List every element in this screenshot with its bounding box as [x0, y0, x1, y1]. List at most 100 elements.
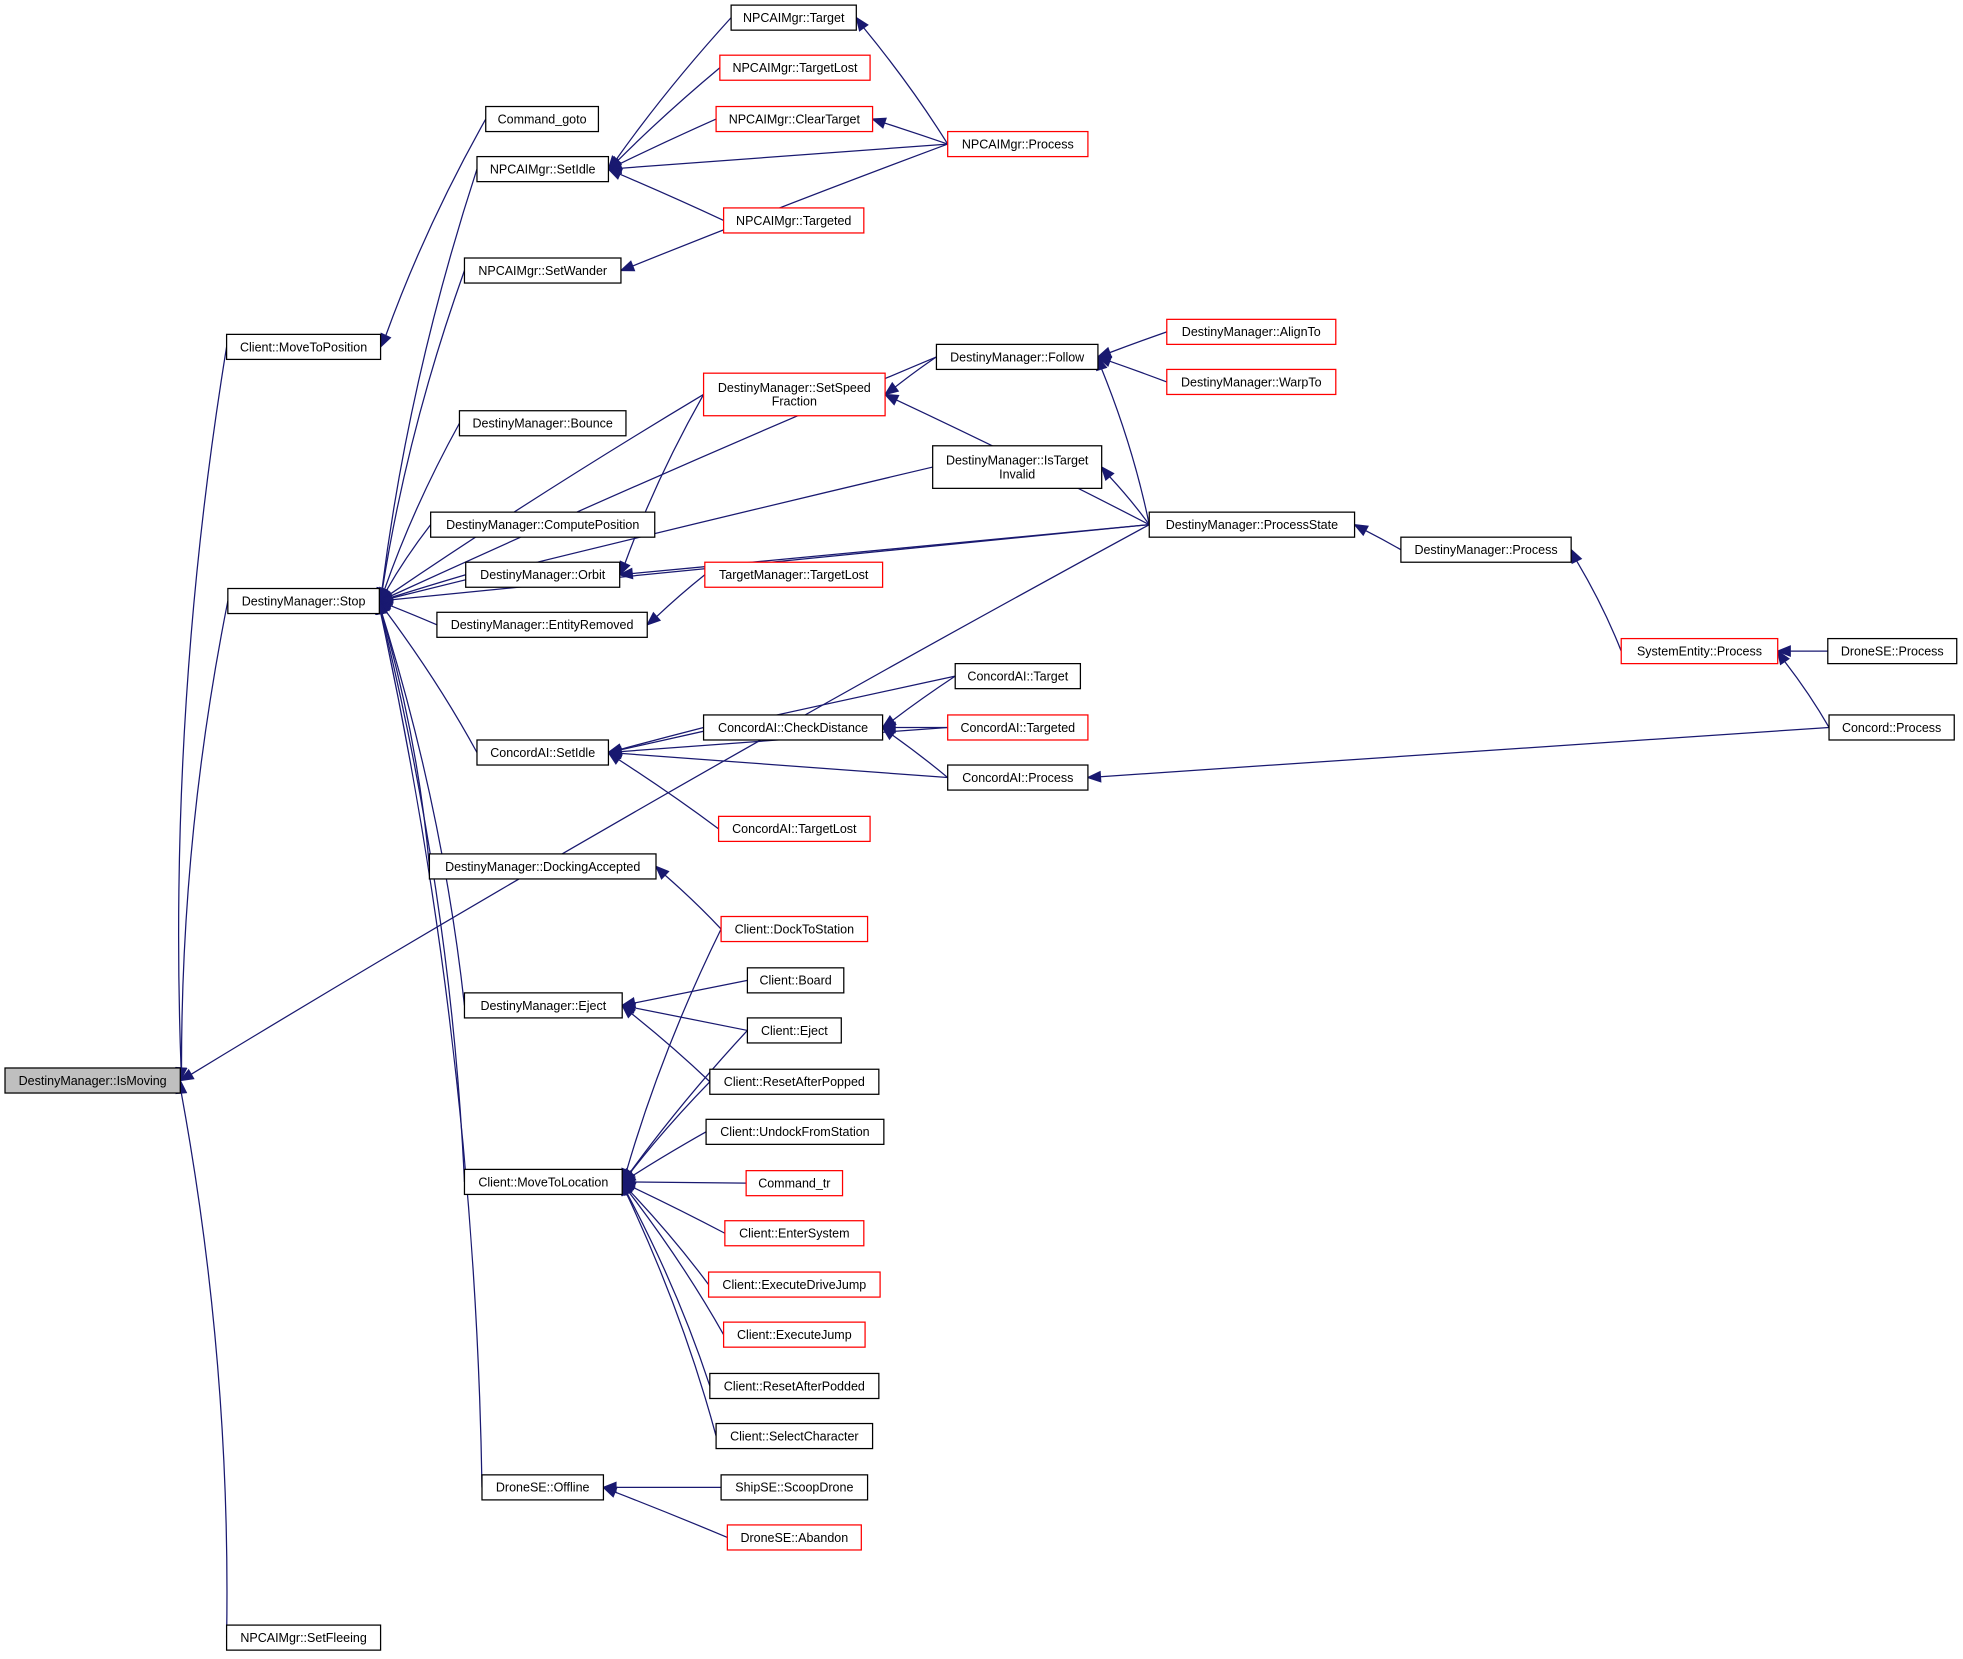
- node-scoopdrone[interactable]: ShipSE::ScoopDrone: [720, 1474, 869, 1501]
- node-npcsetidle[interactable]: NPCAIMgr::SetIdle: [476, 155, 610, 183]
- node-label: Client::EnterSystem: [739, 1227, 849, 1241]
- arrowhead-icon: [1776, 645, 1791, 658]
- node-tmtargetlost[interactable]: TargetManager::TargetLost: [704, 561, 884, 588]
- node-box: [719, 54, 871, 81]
- node-box: [1400, 536, 1572, 563]
- node-npccleartarget[interactable]: NPCAIMgr::ClearTarget: [715, 105, 874, 133]
- node-label: Client::MoveToPosition: [240, 340, 367, 354]
- node-concsetidle[interactable]: ConcordAI::SetIdle: [476, 739, 610, 766]
- call-edge: [656, 574, 706, 618]
- arrowhead-icon: [883, 393, 900, 406]
- node-resetpodded[interactable]: Client::ResetAfterPodded: [709, 1372, 880, 1400]
- node-box: [476, 739, 610, 766]
- node-dmeject[interactable]: DestinyManager::Eject: [463, 992, 623, 1019]
- node-npcprocess[interactable]: NPCAIMgr::Process: [947, 130, 1089, 158]
- node-orbit[interactable]: DestinyManager::Orbit: [465, 561, 621, 588]
- node-box: [730, 4, 857, 31]
- node-conctarget[interactable]: ConcordAI::Target: [954, 662, 1082, 690]
- call-edge: [634, 979, 748, 1004]
- node-cmdgoto[interactable]: Command_goto: [485, 105, 600, 133]
- call-edge: [385, 118, 487, 336]
- arrowhead-icon: [881, 726, 897, 741]
- node-processstate[interactable]: DestinyManager::ProcessState: [1148, 511, 1356, 538]
- node-label: DestinyManager::IsMoving: [19, 1074, 167, 1088]
- call-edge: [391, 574, 466, 598]
- node-box: [463, 1168, 623, 1196]
- call-edge: [629, 1081, 711, 1173]
- node-box: [935, 343, 1099, 371]
- node-checkdist[interactable]: ConcordAI::CheckDistance: [702, 714, 884, 741]
- node-box: [947, 714, 1089, 741]
- node-docktostation[interactable]: Client::DockToStation: [720, 915, 869, 943]
- node-box: [702, 372, 886, 417]
- node-label: NPCAIMgr::Process: [962, 137, 1074, 151]
- node-concprocess[interactable]: ConcordAI::Process: [947, 764, 1089, 791]
- node-box: [1148, 511, 1356, 538]
- call-edge: [620, 143, 948, 169]
- node-conctargeted[interactable]: ConcordAI::Targeted: [947, 714, 1089, 741]
- node-label: NPCAIMgr::Target: [743, 11, 845, 25]
- node-ismoving[interactable]: DestinyManager::IsMoving: [4, 1067, 181, 1094]
- call-edge: [620, 675, 956, 751]
- arrowhead-icon: [379, 332, 392, 349]
- node-entityremoved[interactable]: DestinyManager::EntityRemoved: [436, 611, 648, 638]
- node-label: DestinyManager::Stop: [242, 594, 366, 608]
- node-clienteject[interactable]: Client::Eject: [746, 1017, 842, 1044]
- node-droneoffline[interactable]: DroneSE::Offline: [481, 1474, 605, 1501]
- node-board[interactable]: Client::Board: [746, 967, 845, 994]
- node-movetoloc[interactable]: Client::MoveToLocation: [463, 1168, 623, 1196]
- node-alignto[interactable]: DestinyManager::AlignTo: [1166, 318, 1337, 346]
- node-bounce[interactable]: DestinyManager::Bounce: [458, 410, 627, 437]
- node-execdrivejump[interactable]: Client::ExecuteDriveJump: [707, 1271, 881, 1298]
- call-edge: [1576, 560, 1622, 652]
- node-box: [463, 257, 622, 284]
- node-seprocess[interactable]: SystemEntity::Process: [1620, 637, 1779, 665]
- node-follow[interactable]: DestinyManager::Follow: [935, 343, 1099, 371]
- node-box: [1166, 318, 1337, 346]
- node-npcsetwander[interactable]: NPCAIMgr::SetWander: [463, 257, 622, 284]
- node-dockaccepted[interactable]: DestinyManager::DockingAccepted: [428, 853, 657, 880]
- call-edge: [381, 613, 431, 867]
- arrowhead-icon: [645, 611, 662, 626]
- call-edge: [620, 752, 948, 779]
- node-entersystem[interactable]: Client::EnterSystem: [724, 1220, 865, 1247]
- node-cmdtr[interactable]: Command_tr: [745, 1170, 844, 1197]
- node-stop[interactable]: DestinyManager::Stop: [227, 587, 380, 615]
- call-edge: [617, 67, 721, 162]
- arrowhead-icon: [870, 117, 887, 129]
- call-edge: [389, 393, 704, 595]
- node-box: [746, 1017, 842, 1044]
- node-label: DestinyManager::Eject: [480, 999, 606, 1013]
- node-warpto[interactable]: DestinyManager::WarpTo: [1166, 368, 1337, 396]
- node-label: NPCAIMgr::SetIdle: [490, 162, 596, 176]
- node-selectchar[interactable]: Client::SelectCharacter: [715, 1422, 874, 1450]
- node-concordprocess[interactable]: Concord::Process: [1828, 714, 1955, 741]
- node-undock[interactable]: Client::UndockFromStation: [705, 1118, 885, 1145]
- node-npctarget[interactable]: NPCAIMgr::Target: [730, 4, 857, 31]
- call-edge: [629, 1191, 710, 1285]
- node-box: [715, 1422, 874, 1450]
- arrowhead-icon: [178, 1068, 195, 1082]
- node-movetopos[interactable]: Client::MoveToPosition: [225, 333, 382, 361]
- call-edge: [634, 1181, 747, 1184]
- call-edge: [1100, 726, 1830, 778]
- node-droneprocess[interactable]: DroneSE::Process: [1827, 637, 1958, 665]
- node-box: [463, 992, 623, 1019]
- node-label: DestinyManager::AlignTo: [1182, 325, 1321, 339]
- node-resetpopped[interactable]: Client::ResetAfterPopped: [709, 1068, 880, 1095]
- node-computepos[interactable]: DestinyManager::ComputePosition: [430, 511, 656, 538]
- call-edge: [631, 1013, 711, 1083]
- node-npctargetlost[interactable]: NPCAIMgr::TargetLost: [719, 54, 871, 81]
- call-edge: [618, 759, 719, 830]
- node-npctargeted[interactable]: NPCAIMgr::Targeted: [722, 207, 865, 234]
- node-execjump[interactable]: Client::ExecuteJump: [722, 1321, 866, 1348]
- node-dmprocess[interactable]: DestinyManager::Process: [1400, 536, 1572, 563]
- call-edge: [385, 524, 432, 591]
- arrowhead-icon: [620, 1004, 637, 1019]
- node-box: [709, 1372, 880, 1400]
- node-setfleeing[interactable]: NPCAIMgr::SetFleeing: [225, 1624, 382, 1651]
- node-conctargetlost[interactable]: ConcordAI::TargetLost: [717, 815, 871, 843]
- node-abandon[interactable]: DroneSE::Abandon: [726, 1524, 862, 1551]
